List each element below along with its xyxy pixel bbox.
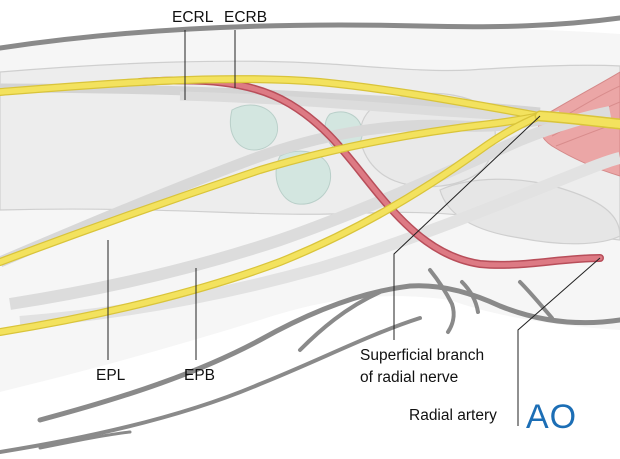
radial-artery-leader <box>517 257 601 426</box>
skin-outline-top <box>0 15 620 51</box>
carpal-bone-2 <box>439 178 620 245</box>
ecrb-tendon <box>179 91 549 123</box>
label-superficial-branch-line1: Superficial branch <box>360 347 484 364</box>
label-ecrb: ECRB <box>224 9 267 26</box>
superficial-branch-leader <box>393 115 541 340</box>
radial-nerve <box>0 75 620 336</box>
skin-fold-1 <box>0 316 422 454</box>
skin-fold-4 <box>460 280 480 314</box>
radial-artery-fill <box>137 77 603 268</box>
skin-fold-6 <box>38 430 132 450</box>
skin-fold-3 <box>428 268 456 334</box>
ao-logo: AO <box>526 398 577 436</box>
cartilage-patch-1 <box>230 104 278 151</box>
label-superficial-branch-line2: of radial nerve <box>360 369 458 386</box>
label-epl: EPL <box>96 367 126 384</box>
label-epb: EPB <box>184 367 215 384</box>
label-ecrl: ECRL <box>172 9 214 26</box>
label-radial-artery: Radial artery <box>409 407 497 424</box>
epb-tendon <box>9 106 612 310</box>
skin-fold-2 <box>298 290 382 352</box>
skin-fold-5 <box>518 280 554 320</box>
